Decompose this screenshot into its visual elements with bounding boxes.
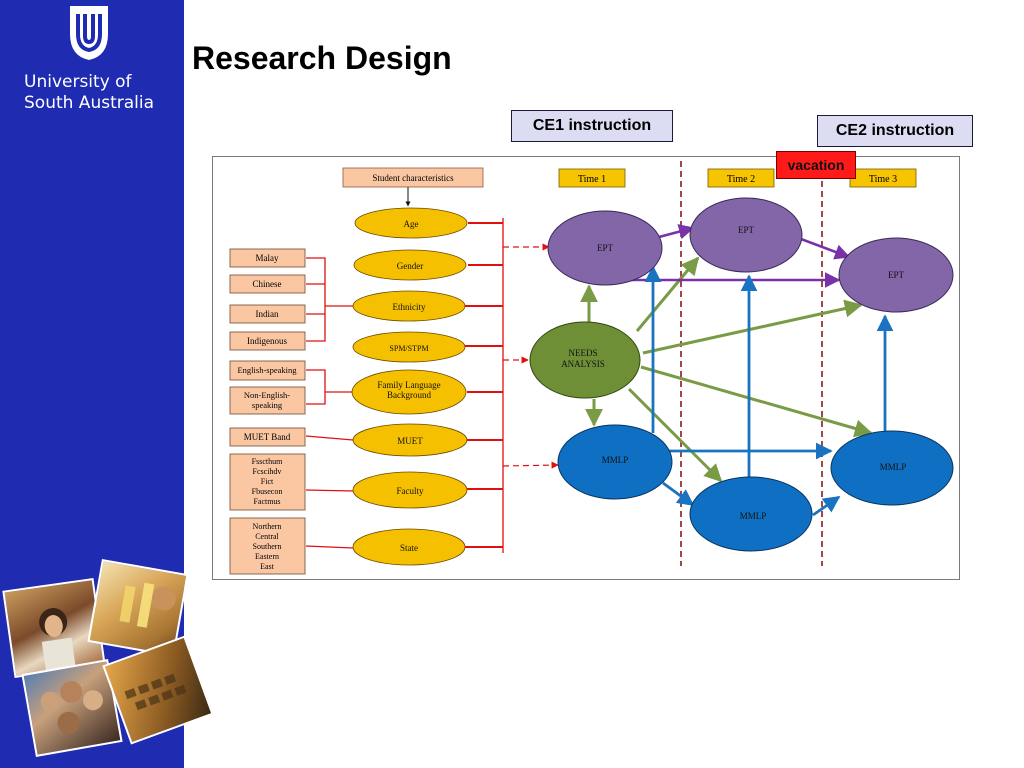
- ept-time1-label: EPT: [597, 243, 614, 253]
- category-box-indigenous: [229, 331, 306, 351]
- ept-time2-label: EPT: [738, 225, 755, 235]
- category-label-indian: Indian: [256, 309, 279, 319]
- characteristic-connectors: [465, 222, 503, 548]
- category-box-regions: [229, 517, 306, 575]
- category-box-malay: [229, 248, 306, 268]
- oval-label-muet: MUET: [397, 436, 423, 446]
- ept-time2-node: [689, 197, 803, 273]
- ept-time3-label: EPT: [888, 270, 905, 280]
- oval-label-state: State: [400, 543, 418, 553]
- time-3-label: Time 3: [869, 174, 897, 185]
- time-1-label: Time 1: [578, 174, 606, 185]
- oval-faculty: [352, 471, 468, 509]
- category-label-muet-band: MUET Band: [244, 432, 291, 442]
- oval-age: [354, 207, 468, 239]
- mmlp-time3-label: MMLP: [880, 462, 907, 472]
- category-label-non-english-speaking: Non-English-speaking: [244, 390, 290, 410]
- category-box-indian: [229, 304, 306, 324]
- photo-student-reading: [2, 578, 106, 678]
- oval-family-language-background: [351, 369, 467, 415]
- page-title: Research Design: [192, 40, 452, 76]
- university-name: University of South Australia: [24, 72, 155, 113]
- oval-state: [352, 528, 466, 566]
- oval-label-faculty: Faculty: [397, 486, 424, 496]
- mmlp-time2-node: [689, 476, 813, 552]
- category-box-non-english-speaking: [229, 386, 306, 415]
- ce1-instruction-label: CE1 instruction: [511, 110, 673, 142]
- mmlp-time2-label: MMLP: [740, 511, 767, 521]
- ept-time3-node: [838, 237, 954, 313]
- oval-label-spm-stpm: SPM/STPM: [389, 344, 428, 353]
- mmlp-time1-node: [557, 424, 673, 500]
- category-label-chinese: Chinese: [253, 279, 282, 289]
- student-characteristics-box: [342, 167, 484, 188]
- category-label-english-speaking: English-speaking: [237, 365, 297, 375]
- vacation-badge: vacation: [776, 151, 856, 179]
- needs-analysis-arrows: [580, 256, 873, 483]
- category-connectors: [305, 257, 354, 549]
- mmlp-arrows: [644, 265, 894, 517]
- category-box-english-speaking: [229, 360, 306, 381]
- oval-label-ethnicity: Ethnicity: [393, 302, 426, 312]
- oval-gender: [353, 249, 467, 281]
- student-characteristics-label: Student characteristics: [372, 173, 454, 183]
- category-box-faculties: [229, 453, 306, 511]
- bracket-dashed-arrows: [502, 243, 559, 469]
- category-box-chinese: [229, 274, 306, 294]
- category-label-indigenous: Indigenous: [247, 336, 287, 346]
- category-label-malay: Malay: [256, 253, 279, 263]
- photo-keyboard: [102, 635, 214, 745]
- time-1-box: [558, 168, 626, 188]
- oval-label-gender: Gender: [397, 261, 424, 271]
- oval-label-age: Age: [404, 219, 419, 229]
- time-2-label: Time 2: [727, 174, 755, 185]
- unisa-logo-icon: [70, 6, 108, 60]
- diagram-canvas: Student characteristics Time 1 Time 2 Ti…: [229, 161, 954, 575]
- photo-lab-scientist: [87, 558, 189, 658]
- photo-group-of-students: [21, 658, 123, 758]
- oval-ethnicity: [352, 290, 466, 322]
- category-box-muet-band: [229, 427, 306, 447]
- research-design-diagram: Student characteristics Time 1 Time 2 Ti…: [212, 156, 960, 580]
- ept-time1-node: [547, 210, 663, 286]
- oval-spm-stpm: [352, 331, 466, 363]
- ce2-instruction-label: CE2 instruction: [817, 115, 973, 147]
- time-2-box: [707, 168, 775, 188]
- oval-muet: [352, 423, 468, 457]
- needs-analysis-node: [529, 321, 641, 399]
- mmlp-time3-node: [830, 430, 954, 506]
- sidebar: University of South Australia: [0, 0, 214, 768]
- mmlp-time1-label: MMLP: [602, 455, 629, 465]
- ept-arrows: [631, 224, 851, 288]
